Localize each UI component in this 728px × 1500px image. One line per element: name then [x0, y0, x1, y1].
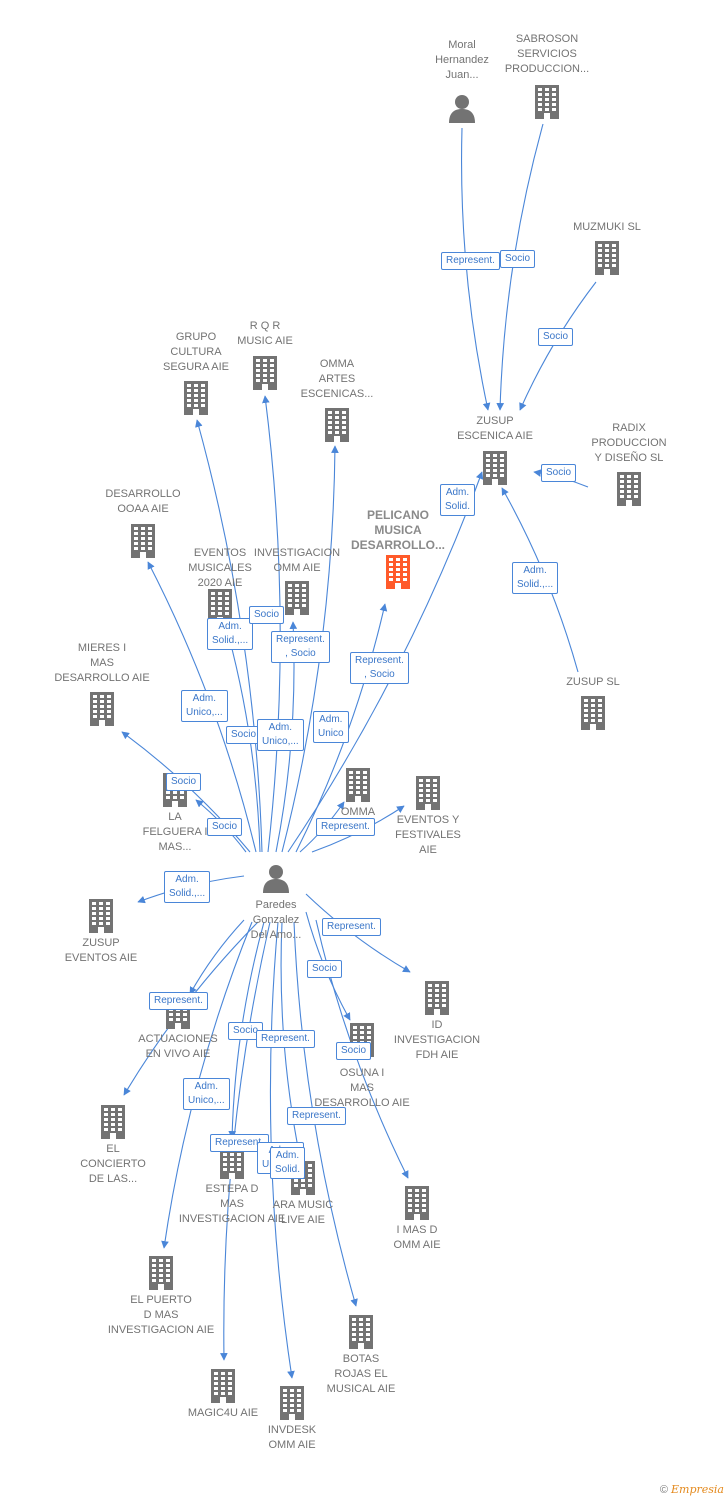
- edge-label[interactable]: Socio: [307, 960, 343, 978]
- node-label-investigacion_omm[interactable]: INVESTIGACION OMM AIE: [253, 547, 341, 574]
- edge-label[interactable]: Represent.: [210, 1134, 269, 1152]
- edge-label[interactable]: Adm. Unico: [313, 711, 349, 743]
- building-icon[interactable]: [284, 581, 310, 620]
- edge-muzmuki-to-zusup_escenica: [519, 281, 597, 411]
- building-icon[interactable]: [130, 524, 156, 563]
- edge-label[interactable]: Adm. Unico,...: [181, 690, 228, 722]
- node-label-moral[interactable]: Moral Hernandez Juan...: [435, 39, 489, 81]
- building-icon[interactable]: [100, 1105, 126, 1144]
- node-label-muzmuki[interactable]: MUZMUKI SL: [573, 221, 641, 233]
- building-icon[interactable]: [348, 1315, 374, 1354]
- node-label-mieres[interactable]: MIERES I MAS DESARROLLO AIE: [54, 642, 150, 684]
- person-icon[interactable]: [261, 863, 291, 898]
- footer: © Empresia: [660, 1483, 724, 1496]
- node-label-el_puerto[interactable]: EL PUERTO D MAS INVESTIGACION AIE: [107, 1294, 215, 1336]
- brand-logo[interactable]: Empresia: [671, 1483, 724, 1496]
- building-icon[interactable]: [415, 776, 441, 815]
- node-label-zusup_escenica[interactable]: ZUSUP ESCENICA AIE: [457, 415, 533, 442]
- building-icon[interactable]: [148, 1256, 174, 1295]
- edge-label[interactable]: Socio: [166, 773, 202, 791]
- edge-label[interactable]: Adm. Solid.: [440, 484, 476, 516]
- node-label-rqr[interactable]: R Q R MUSIC AIE: [237, 320, 293, 347]
- edge-paredes-to-id_investigacion: [305, 893, 411, 973]
- node-label-eventos_musicales[interactable]: EVENTOS MUSICALES 2020 AIE: [188, 547, 252, 589]
- node-label-sabroson[interactable]: SABROSON SERVICIOS PRODUCCION...: [504, 33, 590, 75]
- edge-label[interactable]: Socio: [249, 606, 285, 624]
- edge-label[interactable]: Adm. Solid.: [270, 1147, 306, 1179]
- person-icon[interactable]: [447, 93, 477, 128]
- building-icon[interactable]: [345, 768, 371, 807]
- node-label-magic4u[interactable]: MAGIC4U AIE: [187, 1407, 259, 1419]
- node-label-zusup_sl[interactable]: ZUSUP SL: [566, 676, 620, 688]
- node-label-eventos_festivales[interactable]: EVENTOS Y FESTIVALES AIE: [395, 814, 461, 856]
- building-icon[interactable]: [594, 241, 620, 280]
- node-label-grupo_cultura[interactable]: GRUPO CULTURA SEGURA AIE: [162, 331, 230, 373]
- edge-label[interactable]: Socio: [541, 464, 577, 482]
- edge-label[interactable]: Adm. Solid.,...: [164, 871, 211, 903]
- building-icon[interactable]: [210, 1369, 236, 1408]
- building-icon[interactable]: [424, 981, 450, 1020]
- edge-label[interactable]: Represent.: [287, 1107, 346, 1125]
- edge-label[interactable]: Socio: [226, 726, 262, 744]
- edge-paredes-to-actuaciones: [189, 919, 245, 995]
- edge-label[interactable]: Represent.: [322, 918, 381, 936]
- edge-label[interactable]: Adm. Unico,...: [183, 1078, 230, 1110]
- building-icon[interactable]: [534, 85, 560, 124]
- edge-label[interactable]: Represent.: [149, 992, 208, 1010]
- edge-label[interactable]: Represent. , Socio: [350, 652, 409, 684]
- node-label-paredes[interactable]: Paredes Gonzalez Del Amo...: [250, 899, 302, 941]
- node-label-la_felguera[interactable]: LA FELGUERA I MAS...: [142, 811, 208, 853]
- node-label-radix[interactable]: RADIX PRODUCCION Y DISEÑO SL: [591, 422, 667, 464]
- node-label-actuaciones[interactable]: ACTUACIONES EN VIVO AIE: [138, 1033, 218, 1060]
- building-icon[interactable]: [88, 899, 114, 938]
- edge-label[interactable]: Socio: [207, 818, 243, 836]
- edge-label[interactable]: Socio: [538, 328, 574, 346]
- building-icon[interactable]: [580, 696, 606, 735]
- edge-label[interactable]: Socio: [500, 250, 536, 268]
- edge-label[interactable]: Represent.: [441, 252, 500, 270]
- node-label-i_mas_d[interactable]: I MAS D OMM AIE: [393, 1224, 441, 1251]
- building-icon[interactable]: [616, 472, 642, 511]
- node-label-osuna[interactable]: OSUNA I MAS DESARROLLO AIE: [314, 1067, 410, 1109]
- building-icon[interactable]: [207, 589, 233, 628]
- node-label-invdesk[interactable]: INVDESK OMM AIE: [267, 1424, 317, 1451]
- building-icon[interactable]: [252, 356, 278, 395]
- edge-label[interactable]: Socio: [336, 1042, 372, 1060]
- building-icon[interactable]: [482, 451, 508, 490]
- building-icon[interactable]: [324, 408, 350, 447]
- building-icon[interactable]: [183, 381, 209, 420]
- edge-label[interactable]: Adm. Unico,...: [257, 719, 304, 751]
- building-icon[interactable]: [89, 692, 115, 731]
- edge-label[interactable]: Represent.: [316, 818, 375, 836]
- node-label-pelicano[interactable]: PELICANO MUSICA DESARROLLO...: [350, 508, 445, 552]
- node-label-estepa[interactable]: ESTEPA D MAS INVESTIGACION AIE: [178, 1183, 286, 1225]
- node-label-ara_music[interactable]: ARA MUSIC LIVE AIE: [272, 1199, 334, 1226]
- edge-paredes-to-rqr: [262, 395, 281, 853]
- node-label-omma_artes[interactable]: OMMA ARTES ESCENICAS...: [300, 358, 374, 400]
- node-label-id_investigacion[interactable]: ID INVESTIGACION FDH AIE: [393, 1019, 481, 1061]
- building-icon[interactable]: [279, 1386, 305, 1425]
- building-icon[interactable]: [385, 555, 411, 594]
- building-icon[interactable]: [404, 1186, 430, 1225]
- edge-label[interactable]: Represent. , Socio: [271, 631, 330, 663]
- node-label-zusup_eventos[interactable]: ZUSUP EVENTOS AIE: [64, 937, 138, 964]
- edge-label[interactable]: Adm. Solid.,...: [512, 562, 559, 594]
- node-label-desarrollo_ooaa[interactable]: DESARROLLO OOAA AIE: [105, 488, 181, 515]
- edge-label[interactable]: Represent.: [256, 1030, 315, 1048]
- copyright-symbol: ©: [659, 1484, 668, 1496]
- edge-label[interactable]: Adm. Solid.,...: [207, 618, 254, 650]
- node-label-botas_rojas[interactable]: BOTAS ROJAS EL MUSICAL AIE: [326, 1353, 396, 1395]
- node-label-el_concierto[interactable]: EL CONCIERTO DE LAS...: [80, 1143, 146, 1185]
